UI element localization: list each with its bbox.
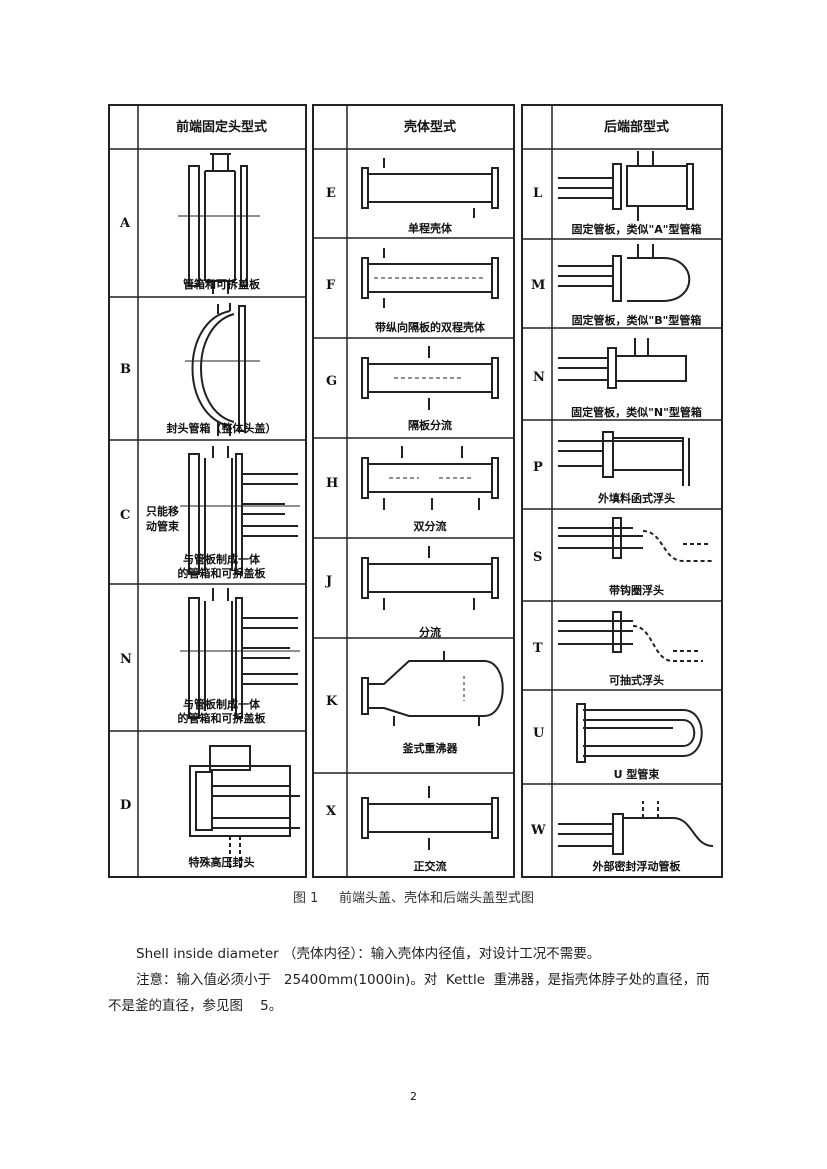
rear-l-drawing xyxy=(558,151,694,221)
rear-letter-w: W xyxy=(531,823,546,838)
rear-p-drawing xyxy=(558,431,690,486)
front-note-c: 只能移 动管束 xyxy=(146,505,179,533)
rear-caption-u: U 型管束 xyxy=(613,768,660,781)
front-caption-a: 管箱和可拆盖板 xyxy=(183,278,260,291)
rear-w-drawing xyxy=(558,801,714,855)
shell-letter-e: E xyxy=(326,186,336,201)
rear-letter-p: P xyxy=(533,460,543,475)
paragraph-note: 注意：输入值必须小于 25400mm(1000in)。对 Kettle 重沸器，… xyxy=(108,972,710,1014)
rear-caption-t: 可抽式浮头 xyxy=(609,674,664,687)
shell-caption-j: 分流 xyxy=(419,626,441,639)
front-caption-n: 与管板制成一体 的管箱和可拆盖板 xyxy=(177,698,266,725)
front-table-grid xyxy=(110,106,305,876)
front-letter-n: N xyxy=(120,652,132,667)
front-letter-c: C xyxy=(120,508,131,523)
front-caption-d: 特殊高压封头 xyxy=(188,856,255,869)
front-letter-b: B xyxy=(120,362,131,377)
rear-u-drawing xyxy=(576,703,703,763)
page-number: 2 xyxy=(410,1090,417,1103)
rear-letter-t: T xyxy=(533,641,543,656)
front-letter-d: D xyxy=(120,798,132,813)
rear-header: 后端部型式 xyxy=(603,120,669,135)
shell-g-drawing xyxy=(361,346,499,410)
rear-caption-n: 固定管板，类似"N"型管箱 xyxy=(571,406,702,419)
shell-caption-e: 单程壳体 xyxy=(408,222,452,235)
shell-caption-f: 带纵向隔板的双程壳体 xyxy=(375,321,485,334)
rear-m-drawing xyxy=(558,244,691,302)
rear-table-grid xyxy=(523,106,721,876)
shell-x-drawing xyxy=(361,786,499,850)
shell-j-drawing xyxy=(361,546,499,610)
shell-letter-g: G xyxy=(326,374,338,389)
type-c-drawing xyxy=(180,446,300,575)
type-b-drawing xyxy=(185,303,260,436)
shell-letter-x: X xyxy=(326,804,337,819)
shell-table-grid xyxy=(314,106,513,876)
front-head-table: 前端固定头型式 A B C N D 管箱和可拆盖板 封头管箱（整体头盖） 与管板… xyxy=(108,104,307,878)
type-d-drawing xyxy=(189,745,300,871)
rear-caption-p: 外填料函式浮头 xyxy=(598,492,675,505)
figure-caption: 图 1 前端头盖、壳体和后端头盖型式图 xyxy=(292,891,535,906)
shell-letter-f: F xyxy=(326,278,336,293)
type-a-drawing xyxy=(178,153,260,294)
rear-t-drawing xyxy=(558,611,703,662)
front-caption-c: 与管板制成一体 的管箱和可拆盖板 xyxy=(177,553,266,580)
shell-header: 壳体型式 xyxy=(403,120,456,135)
front-header: 前端固定头型式 xyxy=(175,120,267,135)
rear-caption-l: 固定管板，类似"A"型管箱 xyxy=(571,223,702,236)
rear-caption-s: 带钩圈浮头 xyxy=(609,584,664,597)
rear-letter-u: U xyxy=(533,726,545,741)
rear-letter-s: S xyxy=(533,550,543,565)
front-letter-a: A xyxy=(120,216,131,231)
rear-letter-l: L xyxy=(533,186,543,201)
shell-caption-x: 正交流 xyxy=(413,860,447,873)
shell-e-drawing xyxy=(361,158,499,218)
paragraph-shell-diameter: Shell inside diameter （壳体内径）：输入壳体内径值，对设计… xyxy=(136,946,601,962)
shell-caption-h: 双分流 xyxy=(413,520,447,533)
rear-s-drawing xyxy=(558,517,713,562)
shell-letter-k: K xyxy=(326,694,338,709)
rear-n-drawing xyxy=(558,338,687,389)
rear-letter-n: N xyxy=(533,370,545,385)
shell-k-drawing xyxy=(361,651,504,726)
rear-letter-m: M xyxy=(531,278,546,293)
shell-letter-h: H xyxy=(326,476,339,491)
shell-caption-k: 釜式重沸器 xyxy=(402,742,458,755)
rear-caption-m: 固定管板，类似"B"型管箱 xyxy=(571,314,702,327)
shell-h-drawing xyxy=(361,446,499,510)
rear-head-table: 后端部型式 L M N P S T U W 固定管板，类似"A"型管箱 固定管板… xyxy=(521,104,723,878)
shell-letter-j: J xyxy=(326,574,333,589)
shell-type-table: 壳体型式 E F G H J K X 单程壳体 带纵向隔板的双程壳体 隔板分流 … xyxy=(312,104,515,878)
type-n-drawing xyxy=(180,588,300,719)
rear-caption-w: 外部密封浮动管板 xyxy=(592,860,681,873)
shell-caption-g: 隔板分流 xyxy=(408,419,452,432)
shell-f-drawing xyxy=(361,248,499,308)
front-caption-b: 封头管箱（整体头盖） xyxy=(166,422,277,435)
